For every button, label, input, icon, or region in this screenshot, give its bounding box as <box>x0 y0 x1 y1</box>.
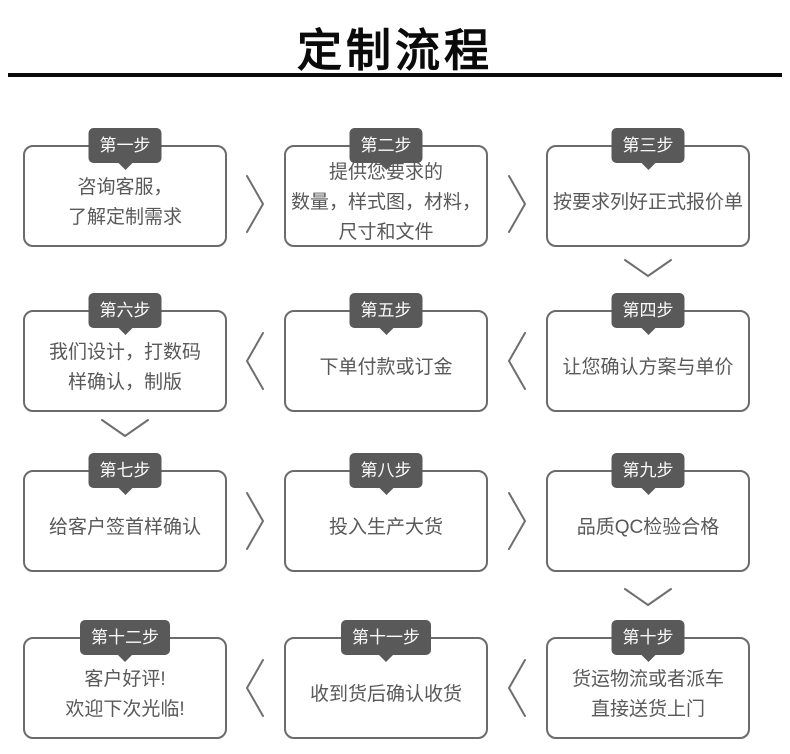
arrow-right-icon <box>506 490 528 552</box>
step-box-1: 第一步 咨询客服， 了解定制需求 <box>23 128 227 247</box>
step-text-line: 直接送货上门 <box>590 699 705 720</box>
arrow-left-icon <box>244 330 266 392</box>
step-badge-2: 第二步 <box>349 128 423 170</box>
step-badge-3: 第三步 <box>611 128 685 170</box>
step-text-line: 货运物流或者派车 <box>571 669 724 690</box>
step-text-line: 欢迎下次光临! <box>65 699 185 720</box>
step-text-line: 投入生产大货 <box>328 517 443 538</box>
step-box-11: 第十一步 收到货后确认收货 <box>284 620 488 739</box>
step-text-line: 下单付款或订金 <box>319 357 453 378</box>
step-text-line: 了解定制需求 <box>67 207 182 228</box>
step-box-10: 第十步 货运物流或者派车 直接送货上门 <box>546 620 750 739</box>
step-badge-7: 第七步 <box>88 453 162 495</box>
step-box-2: 第二步 提供您要求的 数量，样式图，材料， 尺寸和文件 <box>284 128 488 247</box>
arrow-right-icon <box>244 490 266 552</box>
arrow-right-icon <box>244 173 266 235</box>
page-title: 定制流程 <box>296 25 493 76</box>
step-badge-8: 第八步 <box>349 453 423 495</box>
step-box-6: 第六步 我们设计，打数码 样确认，制版 <box>23 293 227 412</box>
arrow-down-icon <box>622 257 674 279</box>
arrow-right-icon <box>506 173 528 235</box>
step-badge-6: 第六步 <box>88 293 162 335</box>
arrow-left-icon <box>506 330 528 392</box>
step-text-line: 客户好评! <box>84 669 166 690</box>
step-text-line: 样确认，制版 <box>67 372 182 393</box>
step-text-line: 按要求列好正式报价单 <box>552 192 743 213</box>
title-divider <box>8 73 782 77</box>
step-box-4: 第四步 让您确认方案与单价 <box>546 293 750 412</box>
step-text-line: 提供您要求的 <box>328 162 443 183</box>
step-box-5: 第五步 下单付款或订金 <box>284 293 488 412</box>
step-text-line: 收到货后确认收货 <box>309 684 462 705</box>
arrow-down-icon <box>99 417 151 439</box>
step-badge-4: 第四步 <box>611 293 685 335</box>
arrow-left-icon <box>506 657 528 719</box>
step-text-line: 尺寸和文件 <box>338 222 434 243</box>
step-box-12: 第十二步 客户好评! 欢迎下次光临! <box>23 620 227 739</box>
step-box-3: 第三步 按要求列好正式报价单 <box>546 128 750 247</box>
step-badge-1: 第一步 <box>88 128 162 170</box>
step-text-line: 数量，样式图，材料， <box>290 192 481 213</box>
step-box-7: 第七步 给客户签首样确认 <box>23 453 227 572</box>
step-text-line: 品质QC检验合格 <box>576 517 720 538</box>
step-box-8: 第八步 投入生产大货 <box>284 453 488 572</box>
arrow-left-icon <box>244 657 266 719</box>
step-badge-11: 第十一步 <box>341 620 431 662</box>
step-badge-9: 第九步 <box>611 453 685 495</box>
step-box-9: 第九步 品质QC检验合格 <box>546 453 750 572</box>
step-badge-12: 第十二步 <box>80 620 170 662</box>
step-text-line: 我们设计，打数码 <box>48 342 201 363</box>
step-text-line: 让您确认方案与单价 <box>562 357 734 378</box>
step-text-line: 咨询客服， <box>77 177 173 198</box>
arrow-down-icon <box>622 586 674 608</box>
step-text-line: 给客户签首样确认 <box>48 517 201 538</box>
step-badge-10: 第十步 <box>611 620 685 662</box>
step-badge-5: 第五步 <box>349 293 423 335</box>
